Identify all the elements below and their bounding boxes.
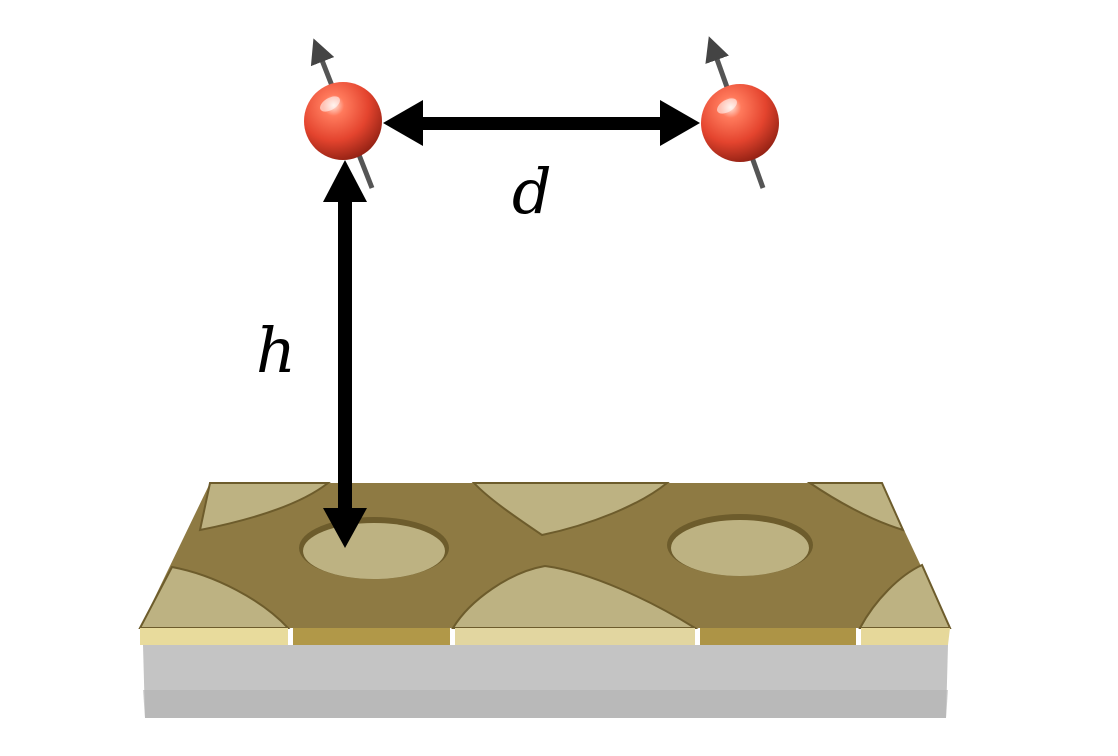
spin-atom-icon: [701, 84, 779, 162]
gold-front-edge: [140, 628, 950, 645]
island-front-right: [858, 563, 952, 629]
gold-islands: [138, 482, 952, 629]
island-front-center: [451, 564, 699, 629]
height-arrow: [323, 160, 367, 548]
island-front-left: [138, 565, 291, 629]
island-back-center: [471, 482, 670, 537]
atom-right: [701, 36, 779, 189]
distance-label: d: [512, 155, 552, 228]
height-label: h: [256, 314, 296, 387]
island-back-left: [198, 482, 331, 532]
island-back-right: [806, 482, 905, 532]
spin-atom-icon: [304, 82, 382, 160]
substrate-shade: [143, 690, 948, 718]
metasurface: [138, 482, 952, 718]
atom-left: [304, 38, 382, 189]
distance-arrow: [383, 100, 700, 146]
